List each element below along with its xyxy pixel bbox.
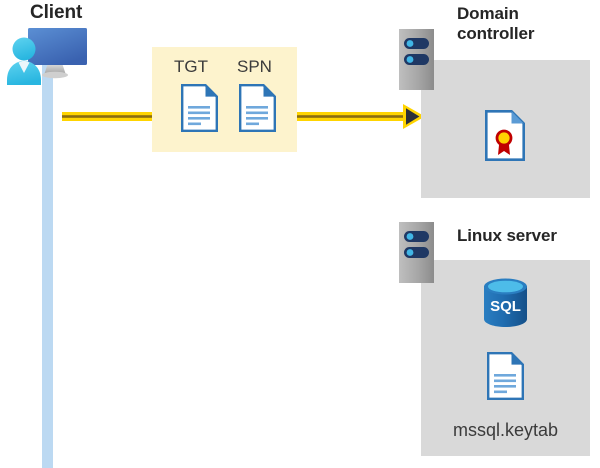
domain-controller-label: Domain controller	[457, 4, 535, 43]
spn-document-icon	[239, 84, 276, 132]
certificate-document-icon	[485, 110, 525, 161]
sql-database-icon: SQL	[484, 278, 527, 327]
tgt-document-icon	[181, 84, 218, 132]
client-user-monitor-icon	[7, 28, 87, 85]
keytab-file-label: mssql.keytab	[452, 420, 559, 440]
tgt-caption: TGT	[174, 57, 208, 76]
sql-database-label: SQL	[490, 298, 521, 315]
client-label: Client	[30, 2, 83, 23]
linux-server-label: Linux server	[457, 226, 557, 245]
spn-caption: SPN	[237, 57, 272, 76]
domain-controller-server-rack-icon	[399, 29, 434, 90]
linux-server-rack-icon	[399, 222, 434, 283]
client-lifeline	[42, 64, 53, 468]
keytab-document-icon	[487, 352, 524, 400]
request-arrow-head	[403, 104, 425, 129]
